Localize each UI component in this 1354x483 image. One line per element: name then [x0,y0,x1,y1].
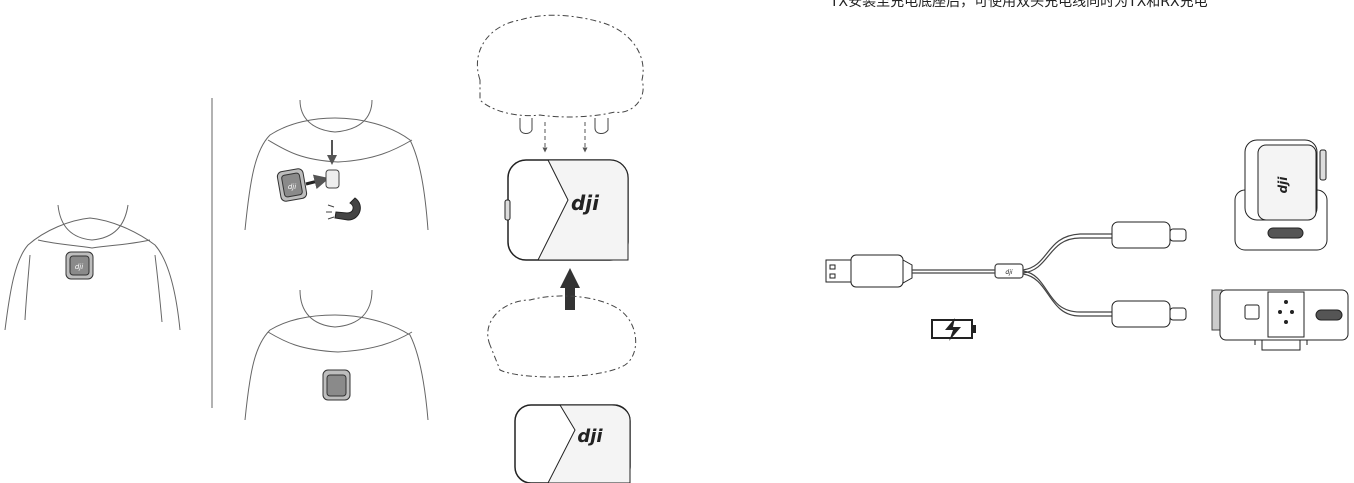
dji-logo: dji [571,191,600,215]
windscreen-attached: dji [487,295,637,483]
tx-device-clipped: dji [65,251,94,280]
charging-cable: dji [912,233,1112,317]
arrow-icon [560,268,580,310]
svg-text:dji: dji [75,263,83,271]
rx-receiver [1211,289,1349,351]
tx-device-shirt [322,369,351,401]
battery-charging-icon [931,318,976,341]
usb-a-plug [825,254,913,288]
tx-device-magnet: dji [276,168,308,202]
magnet-attach-figure: dji [244,99,429,231]
usb-c-plug-top [1111,221,1187,249]
magnet-icon [326,197,361,221]
svg-text:dji: dji [288,183,296,191]
usb-c-plug-bottom [1111,300,1187,328]
svg-text:dji: dji [1005,269,1012,276]
instruction-caption: TX安装至充电底座后，可使用双头充电线同时为TX和RX充电 [830,0,1208,10]
wearing-figure-collar: dji [4,204,181,331]
wearing-figure-shirt [244,289,429,421]
svg-text:dji: dji [1276,176,1290,194]
tx-device-large: dji [504,159,629,261]
tx-on-charging-base: dji [1234,139,1328,251]
dji-logo-2: dji [577,426,603,447]
windscreen-top [476,14,644,153]
